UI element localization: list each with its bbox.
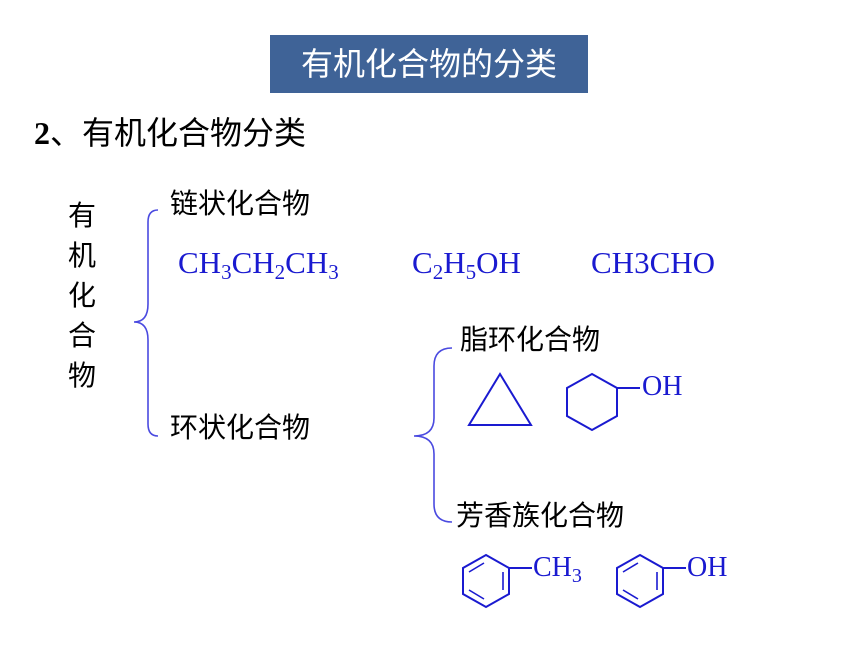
formula-acetaldehyde: CH3CHO	[591, 245, 716, 280]
formula-subscript: 3	[328, 260, 339, 284]
formula-subscript: 5	[465, 260, 477, 284]
formula-ethanol: C2H5OH	[412, 245, 521, 284]
ch3-subscript: 3	[571, 565, 582, 587]
formula-subscript: 2	[274, 260, 286, 284]
main-brace	[133, 209, 159, 437]
toluene-ch3-label: CH3	[533, 552, 582, 587]
formula-part: CH	[231, 245, 275, 280]
vertical-char: 有	[67, 199, 96, 232]
section-heading-text: 、有机化合物分类	[50, 114, 307, 152]
vertical-char: 物	[67, 359, 96, 392]
formula-part: C	[412, 245, 433, 280]
vertical-char: 机	[67, 239, 96, 272]
vertical-label-organic-compounds: 有 机 化 合 物	[62, 196, 102, 396]
ch3-base: CH	[533, 552, 572, 583]
formula-part: H	[443, 245, 466, 280]
formula-subscript: 3	[221, 260, 232, 284]
formula-propane: CH3CH2CH3	[178, 245, 339, 284]
alicyclic-compounds-label: 脂环化合物	[460, 323, 601, 356]
vertical-char: 合	[67, 319, 96, 352]
benzene-ring-icon	[462, 553, 510, 609]
cyclohexane-icon	[566, 372, 618, 432]
ring-compounds-label: 环状化合物	[170, 411, 311, 444]
formula-subscript: 2	[432, 260, 444, 284]
section-number: 2	[34, 115, 50, 151]
chain-compounds-label: 链状化合物	[170, 187, 311, 220]
formula-part: CH	[178, 245, 222, 280]
vertical-char: 化	[67, 279, 96, 312]
ring-brace	[413, 347, 453, 523]
phenol-oh-label: OH	[687, 552, 728, 583]
cyclopropane-icon	[467, 372, 533, 426]
aromatic-compounds-label: 芳香族化合物	[456, 499, 625, 532]
benzene-ring-icon	[616, 553, 664, 609]
section-heading: 2、有机化合物分类	[34, 108, 306, 154]
slide-title: 有机化合物的分类	[270, 35, 588, 93]
formula-part: CH	[285, 245, 329, 280]
cyclohexanol-oh-label: OH	[642, 371, 683, 402]
formula-part: OH	[476, 245, 521, 280]
